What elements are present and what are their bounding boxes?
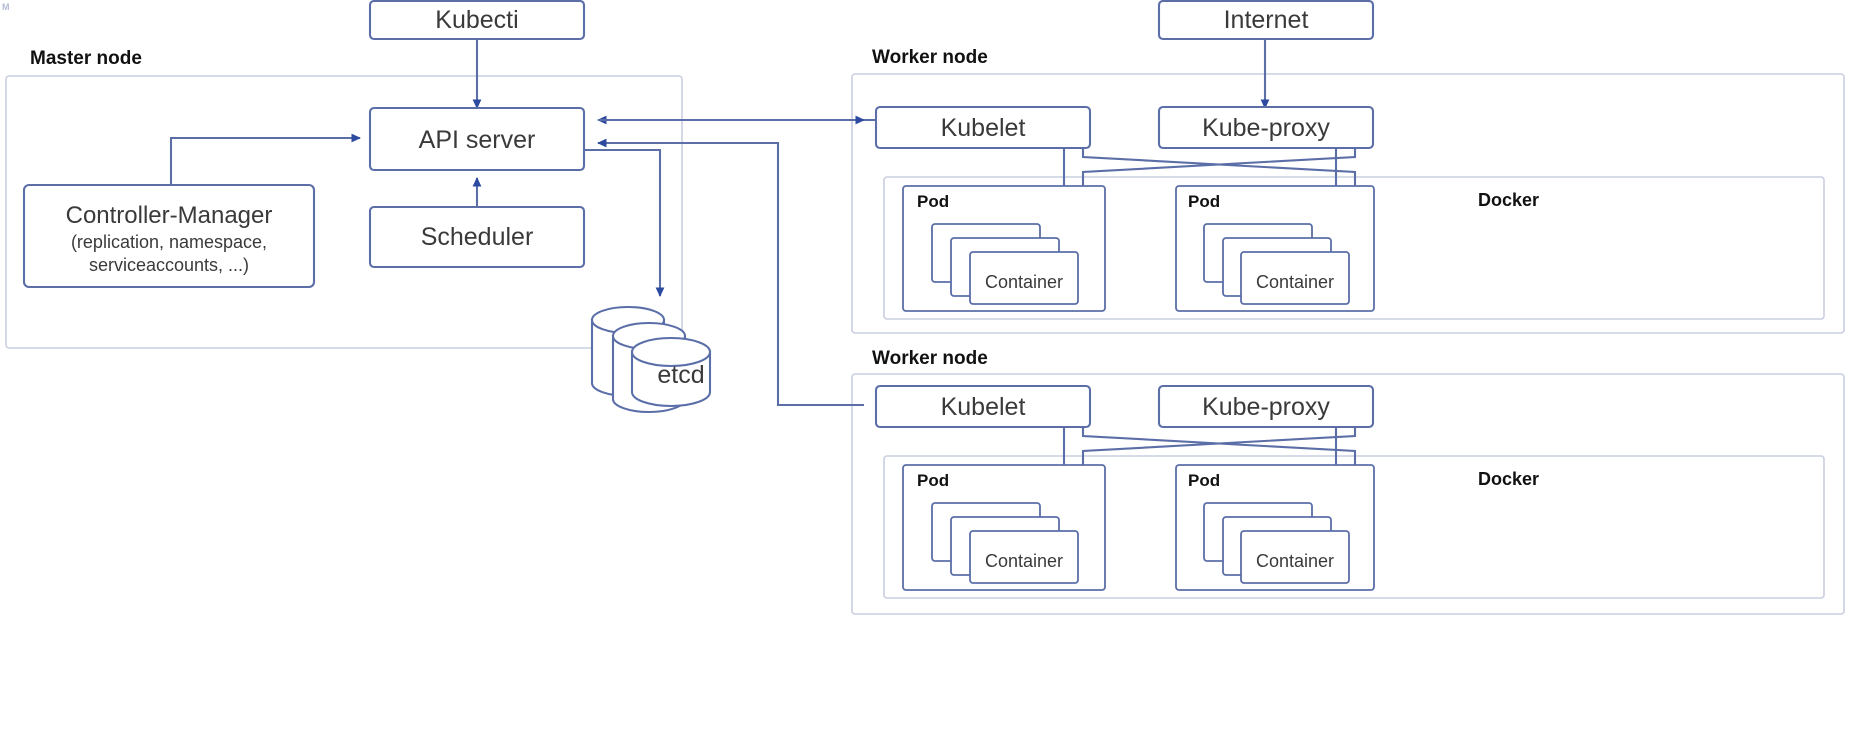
kubelet-box-1[interactable] bbox=[874, 105, 1092, 150]
kubectl-label: Kubecti bbox=[435, 6, 518, 34]
kubectl-box[interactable] bbox=[368, 0, 586, 41]
kube-proxy-box-1[interactable] bbox=[1157, 105, 1375, 150]
worker-node-1-label: Worker node bbox=[872, 47, 988, 68]
worker1-kubelet-node[interactable]: Kubelet bbox=[874, 105, 1092, 150]
worker2-kubelet-node[interactable]: Kubelet bbox=[874, 384, 1092, 429]
container-stack-2-1: Container bbox=[931, 502, 1079, 584]
container-stack-1-1: Container bbox=[931, 223, 1079, 305]
controller-manager-subline-2: serviceaccounts, ...) bbox=[89, 255, 249, 275]
connector-kube-proxy2-to-pod1 bbox=[1078, 427, 1357, 475]
docker-label-2: Docker bbox=[1478, 469, 1539, 489]
container-label-2-1: Container bbox=[985, 551, 1063, 571]
container-label-1-2: Container bbox=[1256, 272, 1334, 292]
api-server-label: API server bbox=[419, 126, 536, 154]
container-front-1-2 bbox=[1240, 251, 1350, 305]
kubelet-box-2[interactable] bbox=[874, 384, 1092, 429]
controller-manager-node[interactable]: Controller-Manager (replication, namespa… bbox=[22, 183, 316, 289]
connector-kubelet2-to-api-server bbox=[597, 138, 864, 407]
container-stack-1-2: Container bbox=[1203, 223, 1350, 305]
container-front-1-1 bbox=[969, 251, 1079, 305]
worker-node-2-label: Worker node bbox=[872, 348, 988, 369]
container-label-1-1: Container bbox=[985, 272, 1063, 292]
kube-proxy-label-2: Kube-proxy bbox=[1202, 393, 1330, 421]
pod-label-2-1: Pod bbox=[917, 471, 949, 490]
container-stack-2-2: Container bbox=[1203, 502, 1350, 584]
controller-manager-label: Controller-Manager bbox=[66, 202, 273, 229]
controller-manager-subline-1: (replication, namespace, bbox=[71, 232, 267, 252]
scheduler-box[interactable] bbox=[368, 205, 586, 269]
connector-kube-proxy1-to-pod1 bbox=[1078, 148, 1357, 196]
api-server-box[interactable] bbox=[368, 106, 586, 172]
pod-label-1-2: Pod bbox=[1188, 192, 1220, 211]
scheduler-node[interactable]: Scheduler bbox=[368, 205, 586, 269]
pod-label-2-2: Pod bbox=[1188, 471, 1220, 490]
worker2-kube-proxy-node[interactable]: Kube-proxy bbox=[1157, 384, 1375, 429]
container-front-2-1 bbox=[969, 530, 1079, 584]
scheduler-label: Scheduler bbox=[421, 223, 534, 251]
kubelet-label-2: Kubelet bbox=[941, 393, 1026, 421]
worker1-pod-1[interactable]: Pod Container bbox=[902, 185, 1106, 312]
master-node-label: Master node bbox=[30, 48, 142, 69]
connector-controller-manager-to-api-server bbox=[169, 133, 361, 185]
worker1-kube-proxy-node[interactable]: Kube-proxy bbox=[1157, 105, 1375, 150]
kubectl-node[interactable]: Kubecti bbox=[368, 0, 586, 41]
worker2-pod-1[interactable]: Pod Container bbox=[902, 464, 1106, 591]
kube-proxy-label-1: Kube-proxy bbox=[1202, 114, 1330, 142]
internet-node[interactable]: Internet bbox=[1157, 0, 1375, 41]
container-label-2-2: Container bbox=[1256, 551, 1334, 571]
etcd-label: etcd bbox=[657, 361, 704, 389]
kubelet-label-1: Kubelet bbox=[941, 114, 1026, 142]
pod-label-1-1: Pod bbox=[917, 192, 949, 211]
etcd-cylinder-front bbox=[630, 336, 712, 408]
container-front-2-2 bbox=[1240, 530, 1350, 584]
api-server-node[interactable]: API server bbox=[368, 106, 586, 172]
kube-proxy-box-2[interactable] bbox=[1157, 384, 1375, 429]
controller-manager-box[interactable] bbox=[22, 183, 316, 289]
internet-label: Internet bbox=[1224, 6, 1309, 34]
corner-artifact-mark: M bbox=[2, 2, 10, 12]
docker-label-1: Docker bbox=[1478, 190, 1539, 210]
internet-box[interactable] bbox=[1157, 0, 1375, 41]
worker1-pod-2[interactable]: Pod Container bbox=[1175, 185, 1375, 312]
etcd-datastore[interactable]: etcd bbox=[590, 305, 712, 414]
worker2-pod-2[interactable]: Pod Container bbox=[1175, 464, 1375, 591]
connector-api-server-to-etcd bbox=[583, 148, 665, 297]
